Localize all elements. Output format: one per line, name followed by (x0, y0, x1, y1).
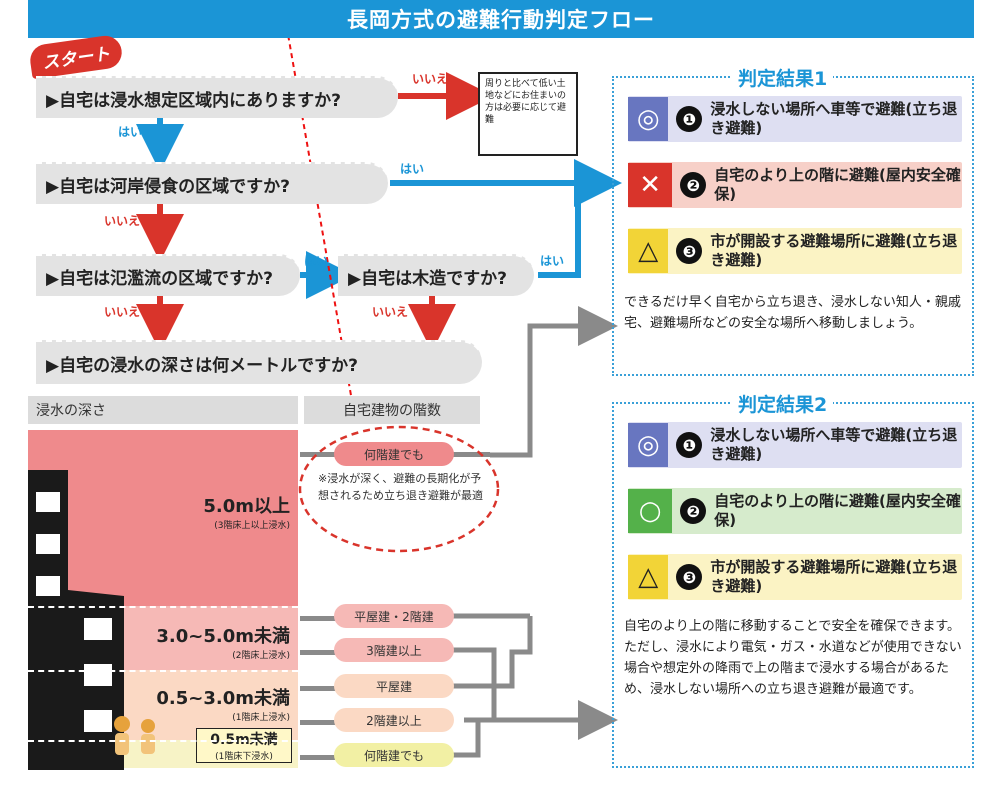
result1-title: 判定結果1 (732, 64, 834, 91)
floors-pill-any: 何階建でも (334, 442, 454, 466)
result1-item-3: △ ❸ 市が開設する避難場所に避難(立ち退き避難) (628, 228, 962, 274)
depth-value: 5.0m以上 (203, 496, 290, 517)
result-text: 自宅のより上の階に避難(屋内安全確保) (714, 166, 961, 203)
floors-pill-any-low: 何階建でも (334, 743, 454, 767)
result-text: 自宅のより上の階に避難(屋内安全確保) (714, 492, 961, 529)
question-flood-area: ▶自宅は浸水想定区域内にありますか? (36, 76, 398, 118)
question-flood-flow-area: ▶自宅は氾濫流の区域ですか? (36, 254, 300, 296)
answer-yes-label: はい (304, 254, 329, 268)
double-circle-icon: ◎ (628, 423, 669, 467)
number-badge: ❸ (676, 564, 703, 590)
number-badge: ❶ (676, 106, 703, 132)
result1-item-1: ◎ ❶ 浸水しない場所へ車等で避難(立ち退き避難) (628, 96, 962, 142)
result1-item-2: ✕ ❷ 自宅のより上の階に避難(屋内安全確保) (628, 162, 962, 208)
result-text: 市が開設する避難場所に避難(立ち退き避難) (710, 558, 958, 595)
evacuation-note: ※浸水が深く、避難の長期化が予想されるため立ち退き避難が最適 (318, 472, 483, 502)
result2-title: 判定結果2 (732, 390, 834, 417)
column-header-depth: 浸水の深さ (28, 396, 298, 424)
building-silhouette (28, 470, 124, 770)
answer-yes-label: はい (118, 125, 143, 139)
circle-icon: ○ (628, 489, 673, 533)
depth-band-over-5m (28, 430, 298, 606)
answer-no-label: いいえ (372, 305, 409, 319)
result-text: 市が開設する避難場所に避難(立ち退き避難) (710, 232, 958, 269)
floors-pill-1-2: 平屋建・2階建 (334, 604, 454, 628)
depth-sub: (1階床下浸水) (215, 752, 273, 762)
question-erosion-area: ▶自宅は河岸侵食の区域ですか? (36, 162, 388, 204)
result-text: 浸水しない場所へ車等で避難(立ち退き避難) (710, 426, 958, 463)
row-divider (28, 740, 298, 742)
depth-label-05-3m: 0.5~3.0m未満 (1階床上浸水) (140, 684, 290, 723)
result1-description: できるだけ早く自宅から立ち退き、浸水しない知人・親戚宅、避難場所などの安全な場所… (624, 295, 961, 331)
highlight-circle (298, 425, 500, 553)
triangle-icon: △ (628, 555, 669, 599)
result2-item-1: ◎ ❶ 浸水しない場所へ車等で避難(立ち退き避難) (628, 422, 962, 468)
answer-yes-label: はい (400, 162, 425, 176)
depth-sub: (1階床上浸水) (232, 713, 290, 723)
result2-item-3: △ ❸ 市が開設する避難場所に避難(立ち退き避難) (628, 554, 962, 600)
row-divider (28, 606, 298, 608)
flow-title: 長岡方式の避難行動判定フロー (28, 0, 974, 38)
question-flood-depth: ▶自宅の浸水の深さは何メートルですか? (36, 340, 482, 384)
result2-item-2: ○ ❷ 自宅のより上の階に避難(屋内安全確保) (628, 488, 962, 534)
number-badge: ❸ (676, 238, 703, 264)
double-circle-icon: ◎ (628, 97, 669, 141)
floors-pill-3plus: 3階建以上 (334, 638, 454, 662)
result-text: 浸水しない場所へ車等で避難(立ち退き避難) (710, 100, 958, 137)
depth-label-over-5m: 5.0m以上 (3階床上以上浸水) (150, 492, 290, 531)
floors-pill-2plus: 2階建以上 (334, 708, 454, 732)
depth-label-under-05m: 0.5m未満 (1階床下浸水) (196, 728, 292, 763)
depth-label-3-5m: 3.0~5.0m未満 (2階床上浸水) (140, 622, 290, 661)
cross-icon: ✕ (628, 163, 673, 207)
family-icon (114, 716, 155, 755)
number-badge: ❷ (680, 498, 707, 524)
answer-yes-label: はい (540, 254, 565, 268)
floors-pill-1: 平屋建 (334, 674, 454, 698)
column-header-floors: 自宅建物の階数 (304, 396, 480, 424)
answer-no-label: いいえ (412, 72, 449, 86)
number-badge: ❶ (676, 432, 703, 458)
triangle-icon: △ (628, 229, 669, 273)
answer-no-label: いいえ (104, 305, 141, 319)
row-divider (28, 670, 298, 672)
question-wooden: ▶自宅は木造ですか? (338, 254, 534, 296)
depth-value: 3.0~5.0m未満 (156, 626, 290, 647)
depth-value: 0.5~3.0m未満 (156, 688, 290, 709)
depth-sub: (2階床上浸水) (232, 651, 290, 661)
depth-value: 0.5m未満 (210, 732, 278, 748)
side-note: 周りと比べて低い土地などにお住まいの方は必要に応じて避難 (478, 72, 578, 156)
number-badge: ❷ (680, 172, 707, 198)
depth-sub: (3階床上以上浸水) (214, 521, 290, 531)
answer-no-label: いいえ (104, 214, 141, 228)
result2-description: 自宅のより上の階に移動することで安全を確保できます。ただし、浸水により電気・ガス… (624, 619, 962, 697)
